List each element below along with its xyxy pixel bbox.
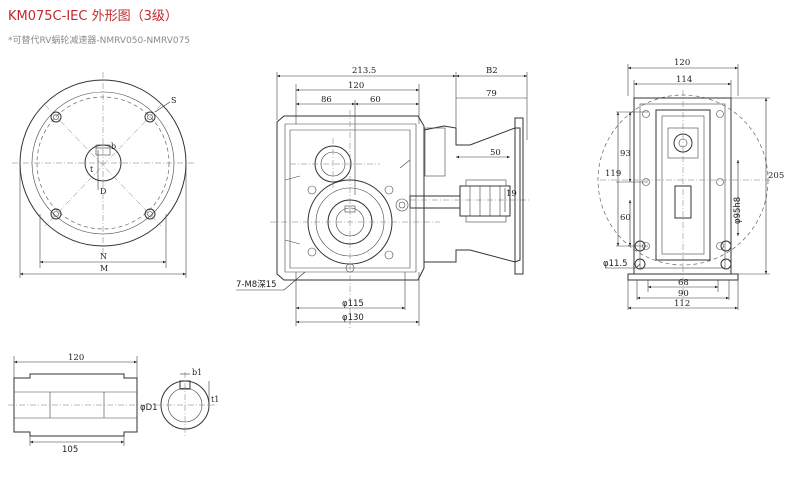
front-dim-60: 60 — [370, 95, 381, 105]
side-dim-93: 93 — [620, 149, 631, 159]
flange-s-label: S — [171, 96, 176, 105]
front-dim-115: φ115 — [342, 299, 364, 309]
front-dim-b2: B2 — [486, 66, 498, 76]
flange-b-label: b — [111, 142, 116, 151]
flange-d-label: D — [100, 187, 106, 196]
flange-t-label: t — [90, 165, 94, 174]
side-dim-205: 205 — [768, 171, 784, 181]
shaft-view: 120 105 φD1 b1 t1 — [8, 353, 219, 455]
side-view: 120 114 — [597, 58, 784, 310]
side-dim-90: 90 — [678, 289, 689, 299]
front-dim-19: 19 — [506, 189, 517, 199]
side-dim-114: 114 — [676, 75, 692, 85]
shaft-dim-105: 105 — [62, 445, 78, 455]
shaft-b1-label: b1 — [192, 368, 202, 377]
side-dim-95h8: φ95h8 — [733, 197, 743, 224]
side-dim-11-5: φ11.5 — [603, 259, 628, 269]
side-dim-112: 112 — [674, 299, 690, 309]
page-title: KM075C-IEC 外形图（3级） — [8, 9, 178, 24]
shaft-dim-120: 120 — [68, 353, 84, 363]
flange-m-label: M — [100, 264, 108, 273]
flange-n-label: N — [100, 252, 107, 261]
side-dim-68: 68 — [678, 278, 689, 288]
side-dim-120: 120 — [674, 58, 690, 68]
front-dim-130: φ130 — [342, 313, 364, 323]
front-dim-86: 86 — [321, 95, 332, 105]
side-dim-119: 119 — [605, 169, 621, 179]
front-dim-50: 50 — [490, 148, 501, 158]
front-dim-79: 79 — [486, 89, 497, 99]
front-holes-label: 7-M8深15 — [236, 280, 277, 290]
front-view: 213.5 120 86 60 B2 79 — [236, 66, 530, 330]
front-dim-213: 213.5 — [352, 66, 376, 76]
front-dim-120: 120 — [348, 81, 364, 91]
shaft-t1-label: t1 — [211, 395, 219, 404]
page-subtitle: *可替代RV蜗轮减速器-NMRV050-NMRV075 — [8, 36, 191, 46]
flange-view: S b t D N M — [12, 72, 194, 278]
shaft-dim-d1: φD1 — [140, 403, 158, 413]
side-dim-60: 60 — [620, 213, 631, 223]
